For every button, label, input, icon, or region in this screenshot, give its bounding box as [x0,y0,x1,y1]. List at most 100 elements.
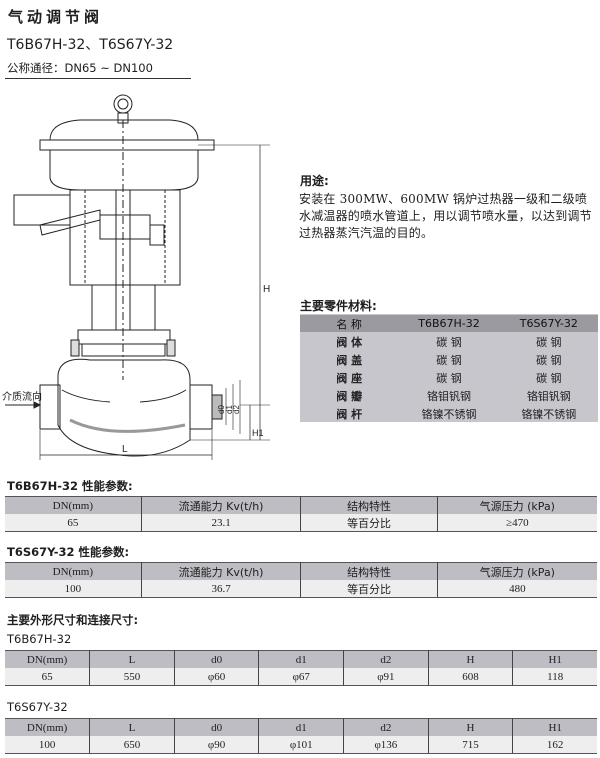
cell-H: 715 [428,736,514,754]
table-header-row: DN(mm) L d0 d1 d2 H H1 [5,718,597,736]
col-dn: DN(mm) [5,650,91,668]
lifting-ring [113,94,133,114]
cell-H1: 162 [512,736,597,754]
dim-H-label: H [263,284,270,295]
dimensions-title: 主要外形尺寸和连接尺寸: [7,613,139,627]
col-d1: d1 [258,650,345,668]
cell-dn: 65 [5,514,142,532]
col-dn: DN(mm) [5,562,142,580]
cell-pressure: 480 [437,580,597,598]
cell-L: 550 [89,668,175,686]
col-pressure: 气源压力 (kPa) [437,496,597,514]
col-d0: d0 [174,650,260,668]
dim-H1-label: H1 [252,428,264,438]
performance-table-2: DN(mm) 流通能力 Kv(t/h) 结构特性 气源压力 (kPa) 100 … [5,562,597,598]
table-header-row: DN(mm) L d0 d1 d2 H H1 [5,650,597,668]
cell-d2: φ136 [343,736,429,754]
cell-dn: 100 [5,736,91,754]
page-title: 气动调节阀 [8,8,104,26]
col-H1: H1 [512,650,597,668]
col-kv: 流通能力 Kv(t/h) [141,562,302,580]
cell-dn: 65 [5,668,91,686]
table-row: 100 650 φ90 φ101 φ136 715 162 [5,736,597,754]
dim-d1-label: d1 [225,405,234,414]
part-name: 阀 瓣 [300,386,399,405]
parts-header-model-2: T6S67Y-32 [499,314,598,333]
purpose-text: 安装在 300MW、600MW 锅炉过热器一级和二级喷水减温器的喷水管道上，用以… [299,192,592,240]
col-d2: d2 [343,718,429,736]
table-row: 65 23.1 等百分比 ≥470 [5,514,597,532]
table-header-row: DN(mm) 流通能力 Kv(t/h) 结构特性 气源压力 (kPa) [5,562,597,580]
valve-body [57,358,191,457]
part-material: 碳 钢 [398,368,500,387]
col-H: H [428,718,514,736]
cell-d1: φ101 [258,736,345,754]
part-name: 阀 座 [300,368,399,387]
cell-d0: φ60 [174,668,260,686]
table-row: 100 36.7 等百分比 480 [5,580,597,598]
nominal-diameter: 公称通径：DN65 ~ DN100 [7,61,153,75]
part-name: 阀 盖 [300,350,399,369]
purpose-title: 用途: [300,174,329,188]
medium-flow-label: 介质流向 [2,390,42,403]
cell-L: 650 [89,736,175,754]
cell-d1: φ67 [258,668,345,686]
cell-structure: 等百分比 [300,514,438,532]
part-material: 铬镍不锈钢 [398,404,500,422]
model-numbers: T6B67H-32、T6S67Y-32 [7,37,174,53]
col-dn: DN(mm) [5,496,142,514]
part-material: 铬钼钒钢 [499,386,598,405]
dimensions-model-1: T6B67H-32 [7,632,72,646]
part-name: 阀 体 [300,332,399,351]
diaphragm-flange [39,139,215,151]
cell-H1: 118 [512,668,597,686]
col-d2: d2 [343,650,429,668]
dimensions-model-2: T6S67Y-32 [7,700,68,714]
table-row: 阀 座 碳 钢 碳 钢 [300,368,598,387]
table-row: 阀 盖 碳 钢 碳 钢 [300,350,598,369]
parts-header-model-1: T6B67H-32 [398,314,500,333]
valve-drawing: H H1 L d0 d1 d2 介质流向 [2,94,270,460]
col-pressure: 气源压力 (kPa) [437,562,597,580]
cell-dn: 100 [5,580,142,598]
parts-header-name: 名 称 [300,314,399,333]
cell-structure: 等百分比 [300,580,438,598]
col-structure: 结构特性 [300,562,438,580]
part-material: 碳 钢 [499,350,598,369]
dimensions-table-2: DN(mm) L d0 d1 d2 H H1 100 650 φ90 φ101 … [5,718,597,754]
part-material: 碳 钢 [398,332,500,351]
cell-kv: 36.7 [141,580,302,598]
diaphragm-lower [49,150,199,191]
col-H1: H1 [512,718,597,736]
performance-title-2: T6S67Y-32 性能参数: [7,545,130,559]
table-row: 阀 瓣 铬钼钒钢 铬钼钒钢 [300,386,598,405]
parts-table: 名 称 T6B67H-32 T6S67Y-32 阀 体 碳 钢 碳 钢 阀 盖 … [300,314,598,422]
cell-d0: φ90 [174,736,260,754]
part-material: 碳 钢 [499,368,598,387]
diaphragm-upper [49,119,199,141]
part-material: 铬镍不锈钢 [499,404,598,422]
header-divider [5,78,191,79]
col-d0: d0 [174,718,260,736]
cell-pressure: ≥470 [437,514,597,532]
table-header-row: DN(mm) 流通能力 Kv(t/h) 结构特性 气源压力 (kPa) [5,496,597,514]
performance-table-1: DN(mm) 流通能力 Kv(t/h) 结构特性 气源压力 (kPa) 65 2… [5,496,597,532]
col-kv: 流通能力 Kv(t/h) [141,496,302,514]
part-name: 阀 杆 [300,404,399,422]
positioner [13,194,71,226]
parts-header-row: 名 称 T6B67H-32 T6S67Y-32 [300,314,598,333]
cell-d2: φ91 [343,668,429,686]
part-material: 铬钼钒钢 [398,386,500,405]
performance-title-1: T6B67H-32 性能参数: [7,479,133,493]
table-row: 阀 杆 铬镍不锈钢 铬镍不锈钢 [300,404,598,422]
outlet-end [189,384,213,430]
inlet-end [39,384,61,430]
cell-H: 608 [428,668,514,686]
col-L: L [89,718,175,736]
col-dn: DN(mm) [5,718,91,736]
dim-d0-label: d0 [217,405,226,414]
col-H: H [428,650,514,668]
dimensions-table-1: DN(mm) L d0 d1 d2 H H1 65 550 φ60 φ67 φ9… [5,650,597,686]
part-material: 碳 钢 [398,350,500,369]
cell-kv: 23.1 [141,514,302,532]
